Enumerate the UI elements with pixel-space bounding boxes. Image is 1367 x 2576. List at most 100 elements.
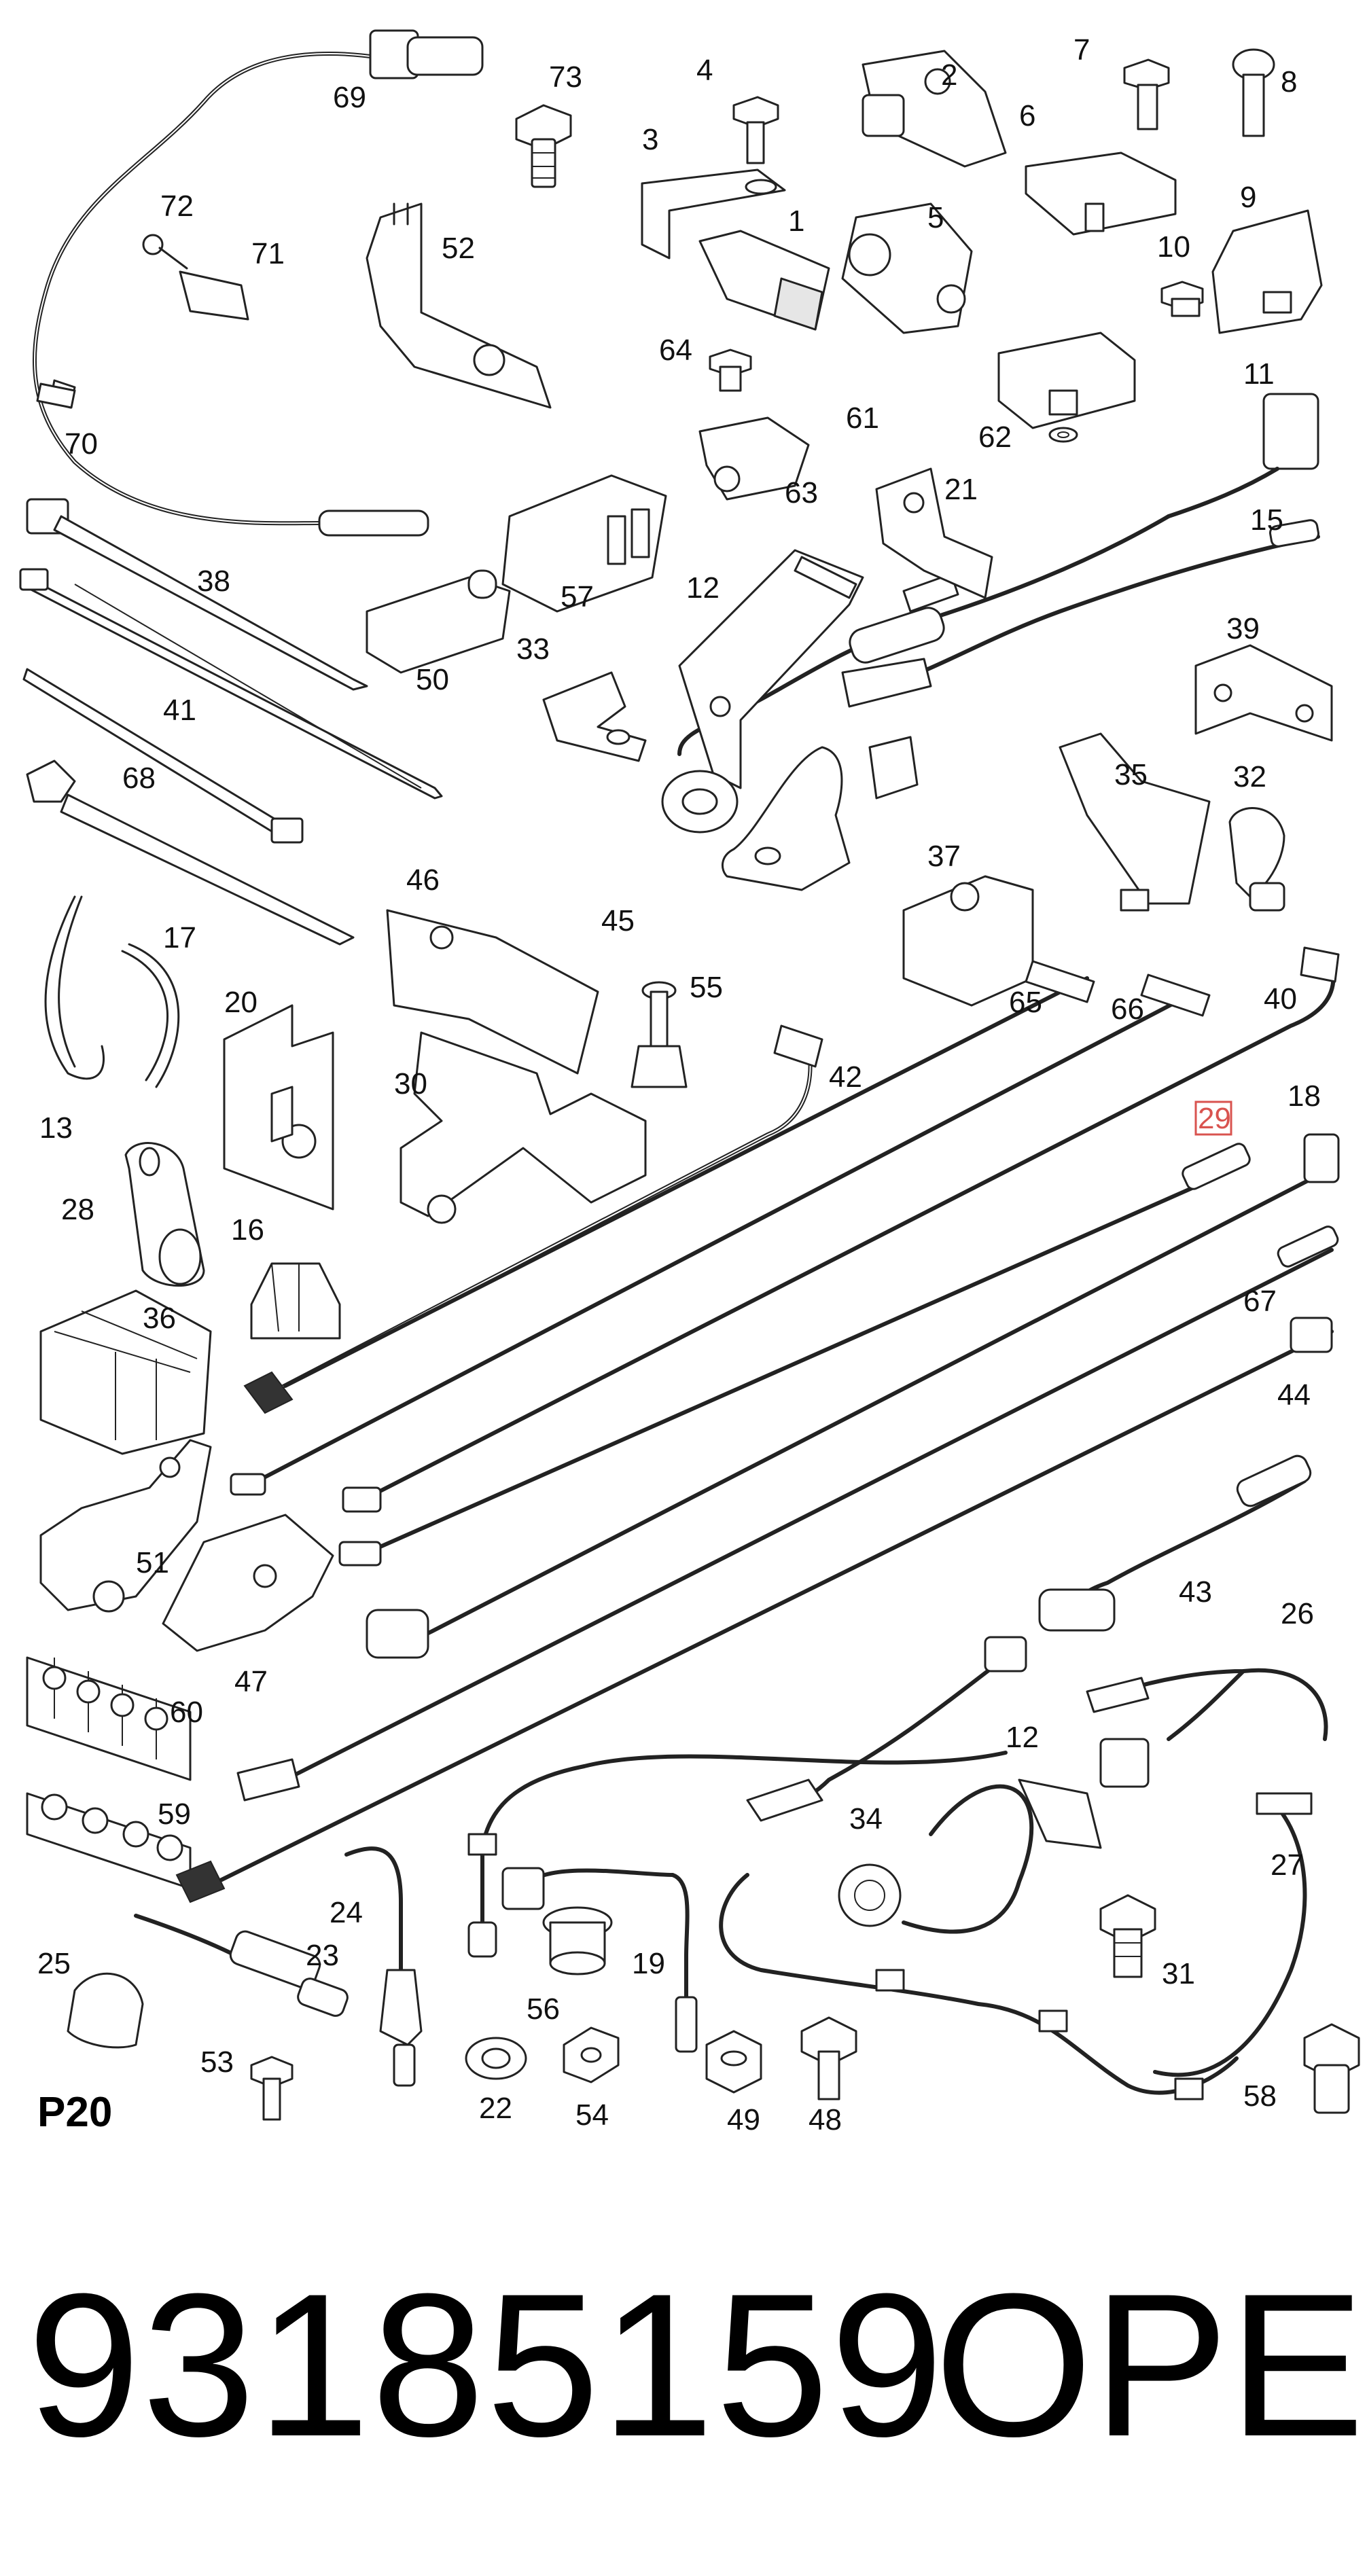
callout-68[interactable]: 68: [122, 762, 156, 795]
callout-55[interactable]: 55: [690, 971, 723, 1004]
callout-29-highlighted[interactable]: 29: [1198, 1102, 1231, 1135]
callout-21[interactable]: 21: [944, 473, 978, 506]
callout-72[interactable]: 72: [160, 190, 194, 223]
part-38-cable-tie: [19, 498, 443, 800]
callout-38[interactable]: 38: [197, 565, 230, 598]
callout-1[interactable]: 1: [788, 204, 804, 238]
callout-59[interactable]: 59: [158, 1797, 191, 1831]
callout-70[interactable]: 70: [65, 427, 98, 461]
callout-43[interactable]: 43: [1179, 1575, 1212, 1609]
part-66-sensor-lead: [230, 973, 1211, 1496]
callout-63[interactable]: 63: [785, 476, 818, 509]
callout-54[interactable]: 54: [575, 2098, 609, 2132]
callout-37[interactable]: 37: [927, 840, 961, 873]
callout-20[interactable]: 20: [224, 986, 258, 1019]
part-1-connector: [698, 230, 830, 331]
callout-22[interactable]: 22: [479, 2092, 512, 2125]
callout-56[interactable]: 56: [527, 1992, 560, 2026]
callout-62[interactable]: 62: [978, 421, 1012, 454]
callout-9[interactable]: 9: [1240, 181, 1256, 214]
callout-48[interactable]: 48: [809, 2103, 842, 2136]
callout-36[interactable]: 36: [143, 1302, 176, 1335]
part-11-connector-lead: [677, 393, 1319, 756]
callout-31[interactable]: 31: [1162, 1957, 1195, 1990]
callout-10[interactable]: 10: [1157, 230, 1190, 264]
callout-2[interactable]: 2: [941, 58, 957, 92]
callout-30[interactable]: 30: [394, 1067, 427, 1101]
callout-8[interactable]: 8: [1281, 65, 1297, 99]
part-37-bracket: [902, 875, 1034, 1007]
part-56-grommet: [542, 1906, 613, 1975]
callout-69[interactable]: 69: [333, 81, 366, 114]
callout-64[interactable]: 64: [659, 334, 692, 367]
callout-26[interactable]: 26: [1281, 1597, 1314, 1630]
page-code-label: P20: [37, 2089, 112, 2136]
callout-6[interactable]: 6: [1019, 99, 1035, 132]
callout-14[interactable]: 12: [1006, 1721, 1039, 1754]
part-3-bracket: [641, 168, 786, 260]
part-43-sensor-lead: [1038, 1454, 1312, 1632]
callout-46[interactable]: 46: [406, 863, 440, 897]
callout-18[interactable]: 18: [1288, 1079, 1321, 1113]
part-5-sensor: [841, 202, 973, 334]
callout-41[interactable]: 41: [163, 694, 196, 727]
callout-25[interactable]: 25: [37, 1947, 71, 1980]
part-17-strap: [121, 943, 180, 1088]
callout-7[interactable]: 7: [1073, 33, 1090, 67]
callout-28[interactable]: 28: [61, 1193, 94, 1226]
callout-53[interactable]: 53: [200, 2045, 234, 2079]
callout-34[interactable]: 34: [849, 1802, 883, 1836]
callout-49[interactable]: 49: [727, 2103, 760, 2136]
callout-12[interactable]: 12: [686, 571, 720, 605]
callout-58[interactable]: 58: [1243, 2079, 1277, 2113]
callout-24[interactable]: 24: [330, 1896, 363, 1929]
callout-35[interactable]: 35: [1114, 758, 1148, 791]
callout-61[interactable]: 61: [846, 401, 879, 435]
part-number: 93185159: [27, 2251, 945, 2479]
part-71-72-bracket: [142, 234, 249, 321]
callout-65[interactable]: 65: [1009, 986, 1042, 1019]
callout-16[interactable]: 16: [231, 1213, 264, 1247]
part-55-push-pin: [631, 981, 688, 1088]
callout-27[interactable]: 27: [1271, 1848, 1304, 1882]
callout-73[interactable]: 73: [549, 60, 582, 94]
part-30-bracket: [400, 1031, 647, 1224]
callout-3[interactable]: 3: [642, 123, 658, 156]
callout-32[interactable]: 32: [1233, 760, 1266, 793]
callout-13[interactable]: 13: [39, 1111, 73, 1145]
callout-67[interactable]: 67: [1243, 1285, 1277, 1318]
harness-lead: [719, 1873, 1239, 2100]
callout-11[interactable]: 11: [1243, 357, 1275, 391]
part-7-bolt: [1123, 58, 1170, 130]
callout-60[interactable]: 60: [170, 1696, 203, 1729]
part-50-sensor: [366, 569, 511, 674]
part-32-clamp: [1228, 807, 1285, 912]
part-19-sensor-lead: [501, 1867, 698, 2053]
callout-40[interactable]: 40: [1264, 982, 1297, 1016]
callout-57[interactable]: 57: [561, 580, 594, 613]
part-15-sensor-lead: [841, 519, 1320, 800]
callout-52[interactable]: 52: [442, 232, 475, 265]
callout-15[interactable]: 15: [1250, 503, 1283, 537]
callout-33[interactable]: 33: [516, 632, 550, 666]
callout-17[interactable]: 17: [163, 921, 196, 954]
callout-4[interactable]: 4: [696, 54, 713, 87]
callout-50[interactable]: 50: [416, 663, 449, 696]
callout-5[interactable]: 5: [927, 201, 944, 234]
part-29-sensor-lead: [338, 1143, 1251, 1567]
callout-47[interactable]: 47: [234, 1665, 268, 1698]
callout-51[interactable]: 51: [136, 1546, 169, 1579]
callout-23[interactable]: 23: [306, 1939, 339, 1972]
callout-42[interactable]: 42: [829, 1060, 862, 1094]
callout-71[interactable]: 71: [251, 237, 285, 270]
part-52-bracket: [366, 202, 552, 409]
part-44-sensor-lead: [175, 1317, 1334, 1903]
callout-45[interactable]: 45: [601, 904, 635, 937]
callout-44[interactable]: 44: [1277, 1378, 1311, 1412]
callout-39[interactable]: 39: [1226, 612, 1260, 645]
part-25-clip: [67, 1972, 144, 2049]
callout-66[interactable]: 66: [1111, 992, 1144, 1026]
part-51-bracket: [39, 1439, 212, 1613]
callout-19[interactable]: 19: [632, 1947, 665, 1980]
